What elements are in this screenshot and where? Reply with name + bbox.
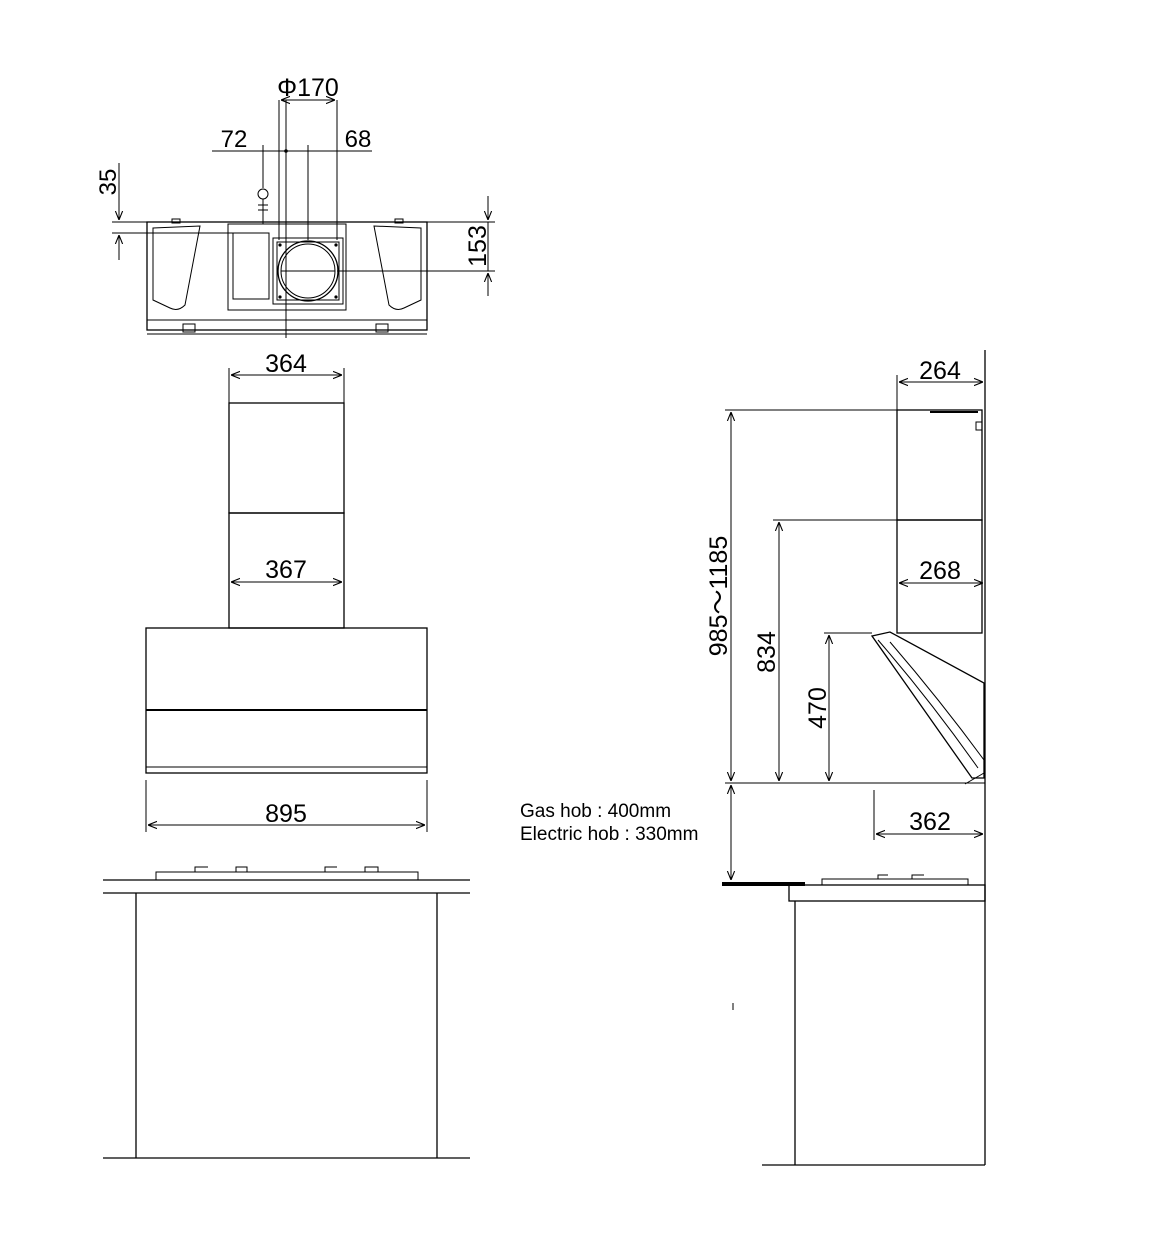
hob-side [821, 878, 969, 886]
side-chimney-lower [896, 519, 983, 634]
side-hood-panel [870, 631, 985, 779]
note-electric-hob: Electric hob : 330mm [520, 824, 698, 845]
dim-height-small: 35 [95, 169, 122, 196]
left-foot [182, 323, 196, 333]
right-foot [375, 323, 389, 333]
hob-front [155, 871, 419, 881]
dim-hood-width: 895 [265, 800, 307, 828]
dim-chimney-height: 834 [753, 631, 781, 673]
countertop-side [788, 884, 986, 902]
dim-mid-depth: 268 [919, 557, 961, 585]
control-box [232, 232, 270, 300]
top-view-body [146, 221, 428, 331]
side-chimney-upper [896, 409, 983, 521]
hood-body [145, 627, 428, 774]
power-plug [257, 188, 269, 200]
chimney-upper [228, 402, 345, 514]
side-view: 264 268 985～1185 834 470 362 Gas hob : 4… [520, 350, 986, 1166]
dim-chimney-bottom-width: 367 [265, 556, 307, 584]
dim-hood-depth: 362 [909, 808, 951, 836]
motor-housing [227, 223, 347, 311]
dim-chimney-top-width: 364 [265, 350, 307, 378]
dim-hood-height: 470 [804, 687, 832, 729]
dim-right-offset: 68 [345, 126, 372, 153]
top-view: Φ170 72 68 35 153 [95, 74, 495, 338]
dim-top-depth: 264 [919, 357, 961, 385]
right-panel [373, 225, 422, 310]
front-view: 364 367 895 [103, 350, 470, 1159]
dim-total-height: 985～1185 [705, 536, 733, 656]
dim-diameter: Φ170 [277, 74, 339, 102]
dim-depth: 153 [464, 225, 492, 267]
left-panel [152, 225, 201, 310]
dim-left-offset: 72 [221, 126, 248, 153]
hob-burners-front [194, 866, 379, 872]
note-gas-hob: Gas hob : 400mm [520, 801, 671, 822]
